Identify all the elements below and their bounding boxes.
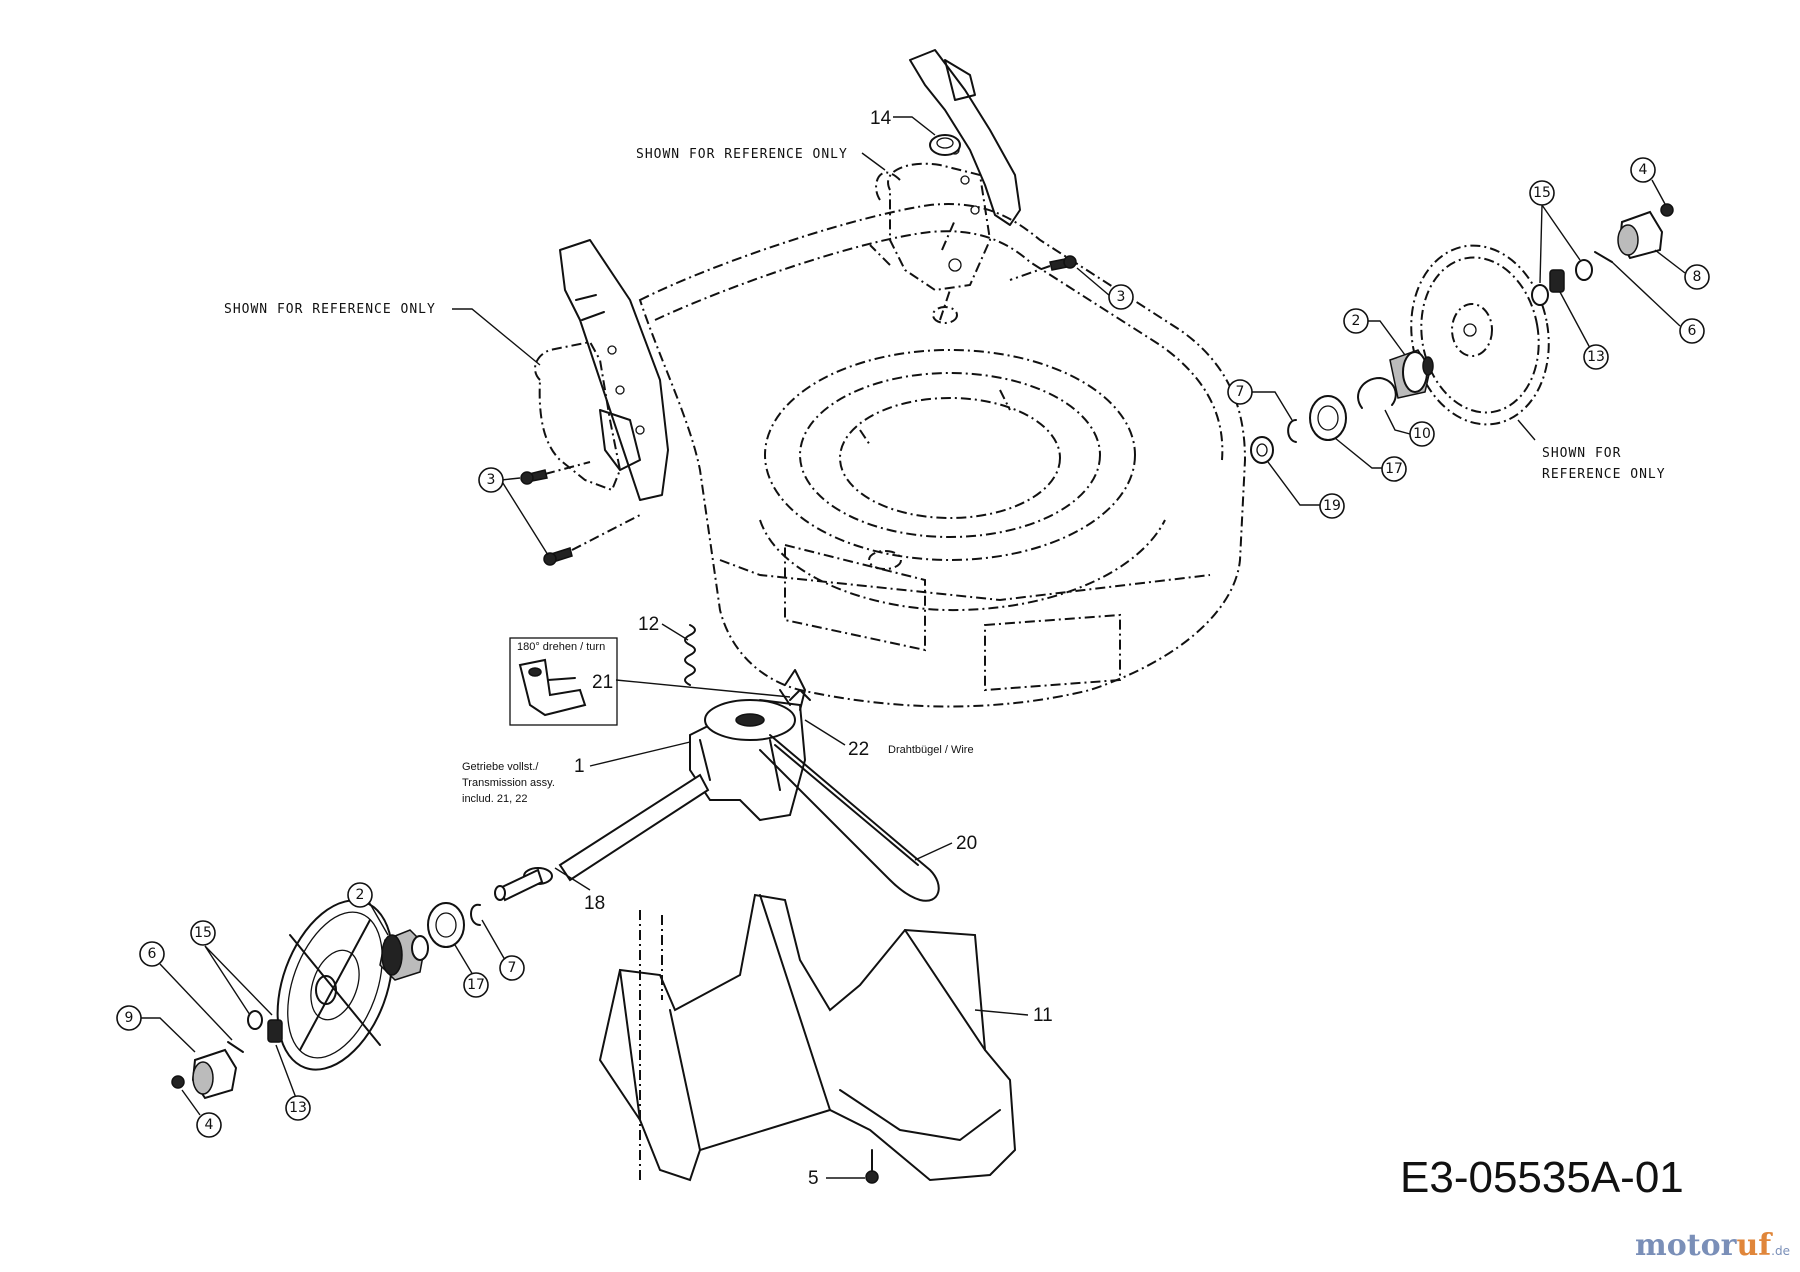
callout-11: 11 bbox=[1033, 1005, 1053, 1026]
left-wheel-group bbox=[171, 899, 481, 1100]
watermark-logo-text: motoruf.de bbox=[1635, 1228, 1790, 1263]
callout-15-right: 15 bbox=[1533, 185, 1551, 201]
bubble-13-left: 13 bbox=[275, 1044, 311, 1121]
callout-2-left: 2 bbox=[356, 887, 365, 903]
bubble-3-right: 3 bbox=[1076, 267, 1134, 310]
callout-20: 20 bbox=[956, 833, 977, 854]
watermark-prefix: motor bbox=[1635, 1228, 1738, 1263]
reference-label-rear-right: SHOWN FOR REFERENCE ONLY bbox=[636, 147, 848, 162]
callout-4-right: 4 bbox=[1639, 162, 1648, 178]
transmission-note-line2: Transmission assy. bbox=[462, 777, 555, 789]
bubble-10: 10 bbox=[1384, 409, 1435, 447]
callout-10: 10 bbox=[1413, 426, 1431, 442]
callout-7-left: 7 bbox=[508, 960, 517, 976]
transmission-note-line3: includ. 21, 22 bbox=[462, 793, 527, 805]
callout-12: 12 bbox=[638, 614, 659, 635]
transmission-note-line1: Getriebe vollst./ bbox=[462, 761, 539, 773]
callout-3-right: 3 bbox=[1117, 289, 1126, 305]
part-5-screw bbox=[865, 1149, 879, 1184]
transmission-assembly bbox=[689, 689, 811, 822]
bolts-3 bbox=[520, 255, 1077, 566]
bubble-6-right: 6 bbox=[1611, 261, 1705, 344]
bubble-3-left: 3 bbox=[478, 467, 549, 556]
turn-note: 180° drehen / turn bbox=[517, 641, 605, 653]
callout-3-left: 3 bbox=[487, 472, 496, 488]
watermark-suffix: .de bbox=[1771, 1244, 1790, 1258]
bubble-15-right: 15 bbox=[1529, 180, 1581, 284]
bubble-17-right: 17 bbox=[1334, 437, 1407, 482]
callout-14: 14 bbox=[870, 108, 892, 129]
callout-7-right: 7 bbox=[1236, 384, 1245, 400]
rear-right-bracket bbox=[887, 49, 1021, 292]
callout-8: 8 bbox=[1693, 269, 1702, 285]
callout-17-left: 17 bbox=[467, 977, 485, 993]
callout-2-right: 2 bbox=[1352, 313, 1361, 329]
bubble-4-right: 4 bbox=[1630, 157, 1666, 205]
bubble-2-left: 2 bbox=[347, 882, 389, 936]
callout-13-right: 13 bbox=[1587, 349, 1605, 365]
callout-5: 5 bbox=[808, 1168, 819, 1189]
right-wheel-group bbox=[1250, 203, 1674, 464]
reference-label-wheel-line1: SHOWN FOR bbox=[1542, 446, 1621, 461]
callout-13-left: 13 bbox=[289, 1100, 307, 1116]
callout-22: 22 bbox=[848, 739, 869, 760]
callout-6-right: 6 bbox=[1688, 323, 1697, 339]
part-20-belt bbox=[759, 734, 940, 902]
callout-19: 19 bbox=[1323, 498, 1341, 514]
mower-deck-outline bbox=[638, 171, 1247, 708]
callout-17-right: 17 bbox=[1385, 461, 1403, 477]
watermark-accent: uf bbox=[1736, 1228, 1773, 1263]
callout-4-left: 4 bbox=[205, 1117, 214, 1133]
callout-9: 9 bbox=[125, 1010, 134, 1026]
part-21-22-wire bbox=[779, 669, 806, 711]
turn-inset bbox=[509, 637, 618, 726]
part-14-cap bbox=[929, 134, 961, 156]
bubble-2-right: 2 bbox=[1343, 308, 1406, 356]
bubble-7-left: 7 bbox=[481, 919, 525, 981]
bubble-6-left: 6 bbox=[139, 941, 233, 1041]
drawing-code: E3-05535A-01 bbox=[1400, 1153, 1684, 1202]
wire-note: Drahtbügel / Wire bbox=[888, 744, 974, 756]
reference-label-rear-left: SHOWN FOR REFERENCE ONLY bbox=[224, 302, 436, 317]
bubble-13-right: 13 bbox=[1559, 291, 1609, 370]
callout-15-left: 15 bbox=[194, 925, 212, 941]
part-18-axle bbox=[494, 773, 710, 902]
bubble-9: 9 bbox=[116, 1005, 196, 1053]
bubble-19: 19 bbox=[1267, 461, 1345, 519]
part-12-spring bbox=[684, 624, 696, 686]
bubble-4-left: 4 bbox=[181, 1089, 222, 1138]
bubble-15-left: 15 bbox=[190, 920, 273, 1016]
bubble-8: 8 bbox=[1654, 249, 1710, 290]
bubble-7-right: 7 bbox=[1227, 379, 1293, 421]
callout-6-left: 6 bbox=[148, 946, 157, 962]
callout-21: 21 bbox=[592, 672, 613, 693]
bubble-17-left: 17 bbox=[454, 944, 489, 998]
callout-18: 18 bbox=[584, 893, 605, 914]
rear-left-bracket bbox=[534, 239, 669, 501]
callout-1: 1 bbox=[574, 756, 585, 777]
reference-label-wheel-line2: REFERENCE ONLY bbox=[1542, 467, 1666, 482]
motoruf-watermark: motoruf.de bbox=[1635, 1228, 1790, 1263]
part-11-chute bbox=[598, 893, 1017, 1182]
